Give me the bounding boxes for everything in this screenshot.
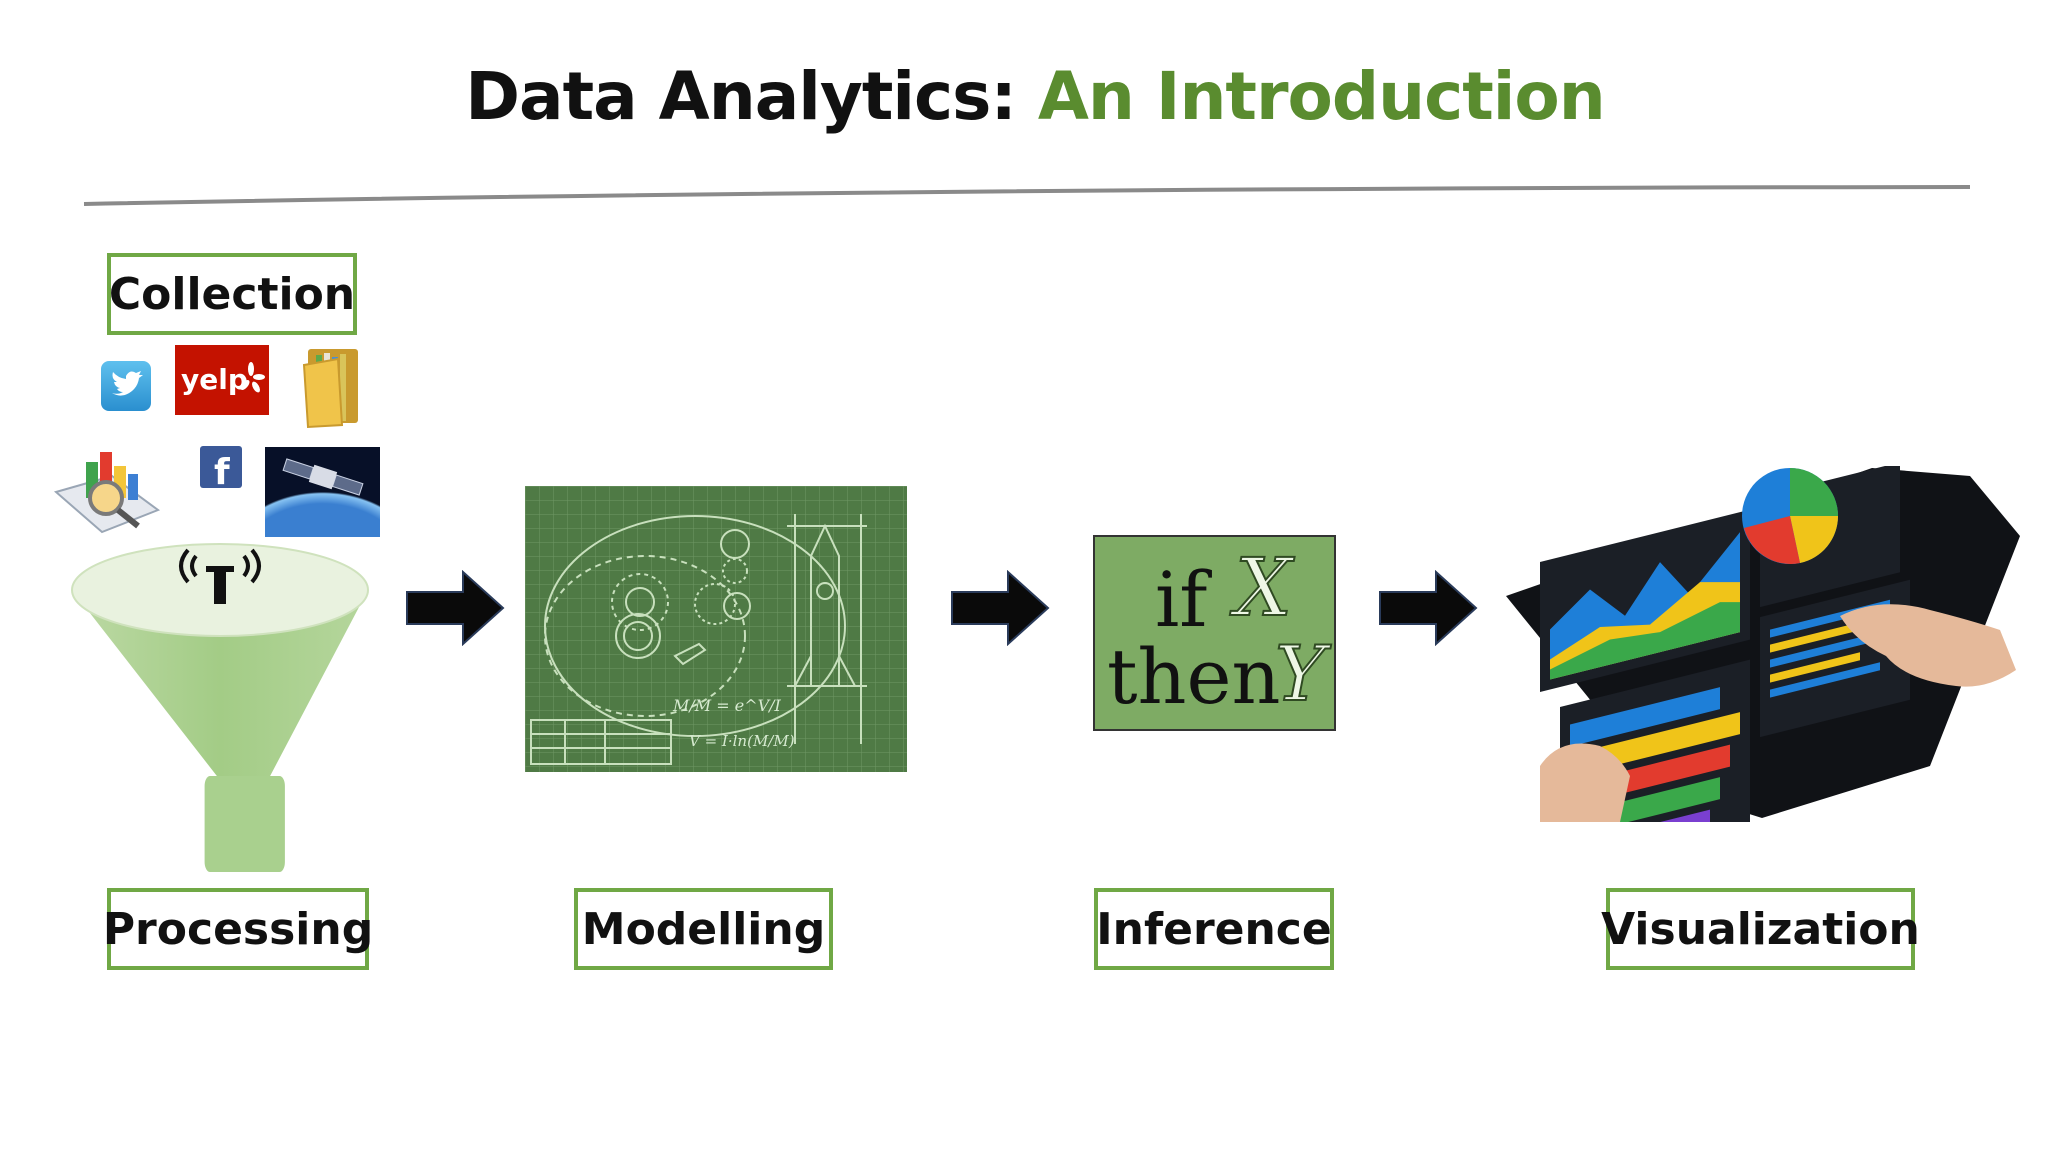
modelling-label: Modelling [574,888,833,970]
visualization-label: Visualization [1606,888,1915,970]
analytics-chart-icon [52,440,162,536]
processing-funnel [68,540,378,880]
satellite-image [265,447,380,537]
pie-chart-icon [1742,468,1838,564]
folder-icon [298,345,368,429]
collection-label: Collection [107,253,357,335]
arrow-icon-1 [405,570,505,646]
facebook-icon: f [200,446,242,488]
svg-text:V = I·ln(M/M): V = I·ln(M/M) [689,732,795,750]
inference-image: if X then Y [1093,535,1336,731]
yelp-icon: yelp [175,345,269,415]
facebook-letter: f [214,452,230,488]
modelling-blueprint-image: M/M = e^V/I V = I·ln(M/M) [525,486,907,772]
formula-if: if [1155,555,1207,644]
formula-y: Y [1275,629,1325,718]
title-divider [0,0,2048,220]
arrow-icon-3 [1378,570,1478,646]
processing-label: Processing [107,888,369,970]
svg-text:M/M = e^V/I: M/M = e^V/I [672,696,782,715]
formula-x: X [1235,541,1292,634]
visualization-tablet-image [1500,466,2020,822]
yelp-text: yelp [181,363,248,396]
arrow-icon-2 [950,570,1050,646]
twitter-icon [100,360,152,412]
inference-label: Inference [1094,888,1334,970]
formula-then: then [1107,632,1280,721]
